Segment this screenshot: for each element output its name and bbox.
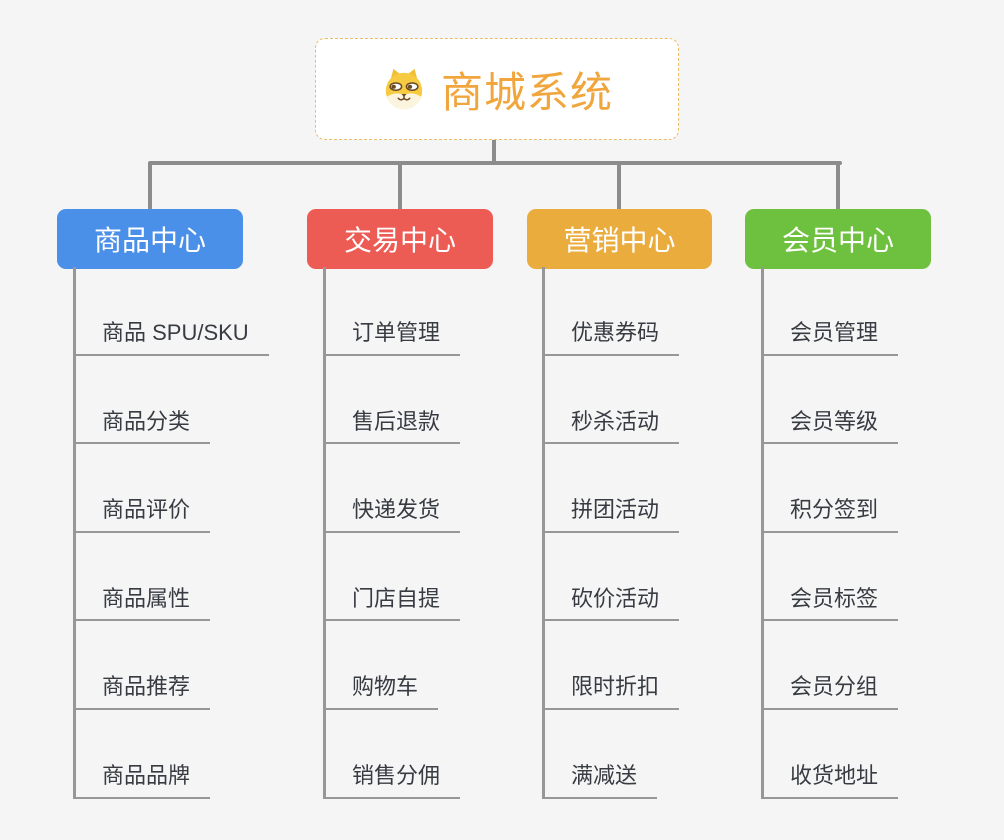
- child-node-express-delivery[interactable]: 快递发货: [326, 496, 461, 533]
- child-row: 砍价活动: [545, 533, 680, 622]
- child-node-coupon-code[interactable]: 优惠券码: [545, 319, 680, 356]
- children-column-product-center: 商品 SPU/SKU 商品分类 商品评价 商品属性 商品推荐 商品品牌: [73, 267, 269, 799]
- child-node-product-review[interactable]: 商品评价: [76, 496, 211, 533]
- child-node-member-management[interactable]: 会员管理: [764, 319, 899, 356]
- dog-face-icon: [385, 68, 423, 110]
- child-row: 秒杀活动: [545, 356, 680, 445]
- child-row: 门店自提: [326, 533, 461, 622]
- child-node-product-brand[interactable]: 商品品牌: [76, 762, 211, 799]
- child-row: 售后退款: [326, 356, 461, 445]
- branch-label: 商品中心: [93, 225, 206, 256]
- branch-node-member-center[interactable]: 会员中心: [745, 209, 931, 269]
- connector-root-drop: [492, 140, 496, 163]
- child-row: 会员等级: [764, 356, 899, 445]
- child-node-full-reduction[interactable]: 满减送: [545, 762, 658, 799]
- branch-node-marketing-center[interactable]: 营销中心: [527, 209, 712, 269]
- child-row: 订单管理: [326, 267, 461, 356]
- child-node-flash-sale[interactable]: 秒杀活动: [545, 408, 680, 445]
- child-row: 商品属性: [76, 533, 269, 622]
- child-row: 商品分类: [76, 356, 269, 445]
- connector-drop-branch-1: [148, 163, 152, 209]
- child-row: 购物车: [326, 621, 460, 710]
- child-row: 快递发货: [326, 444, 461, 533]
- child-row: 会员分组: [764, 621, 899, 710]
- child-node-sales-commission[interactable]: 销售分佣: [326, 762, 461, 799]
- child-row: 会员管理: [764, 267, 899, 356]
- child-node-product-category[interactable]: 商品分类: [76, 408, 211, 445]
- child-row: 商品 SPU/SKU: [76, 267, 269, 356]
- child-node-after-sales-refund[interactable]: 售后退款: [326, 408, 461, 445]
- children-column-member-center: 会员管理 会员等级 积分签到 会员标签 会员分组 收货地址: [761, 267, 899, 799]
- child-node-group-buying[interactable]: 拼团活动: [545, 496, 680, 533]
- children-column-trade-center: 订单管理 售后退款 快递发货 门店自提 购物车 销售分佣: [323, 267, 461, 799]
- branch-label: 营销中心: [563, 225, 676, 256]
- root-node-mall-system[interactable]: 商城系统: [315, 38, 679, 140]
- branch-node-product-center[interactable]: 商品中心: [57, 209, 243, 269]
- child-row: 限时折扣: [545, 621, 680, 710]
- child-node-member-level[interactable]: 会员等级: [764, 408, 899, 445]
- child-row: 优惠券码: [545, 267, 680, 356]
- child-node-order-management[interactable]: 订单管理: [326, 319, 461, 356]
- connector-drop-branch-2: [398, 163, 402, 209]
- child-node-product-attribute[interactable]: 商品属性: [76, 585, 211, 622]
- branch-node-trade-center[interactable]: 交易中心: [307, 209, 493, 269]
- connector-drop-branch-4: [836, 163, 840, 209]
- child-node-points-checkin[interactable]: 积分签到: [764, 496, 899, 533]
- child-node-shipping-address[interactable]: 收货地址: [764, 762, 899, 799]
- child-row: 收货地址: [764, 710, 899, 799]
- child-node-bargain-activity[interactable]: 砍价活动: [545, 585, 680, 622]
- child-row: 拼团活动: [545, 444, 680, 533]
- child-node-product-spu-sku[interactable]: 商品 SPU/SKU: [76, 319, 269, 356]
- child-row: 商品推荐: [76, 621, 269, 710]
- branch-label: 会员中心: [781, 225, 894, 256]
- child-row: 积分签到: [764, 444, 899, 533]
- child-row: 满减送: [545, 710, 679, 799]
- root-node-label: 商城系统: [440, 68, 613, 116]
- child-node-member-tag[interactable]: 会员标签: [764, 585, 899, 622]
- child-row: 商品品牌: [76, 710, 269, 799]
- child-node-shopping-cart[interactable]: 购物车: [326, 673, 439, 710]
- child-node-limited-time-discount[interactable]: 限时折扣: [545, 673, 680, 710]
- child-row: 销售分佣: [326, 710, 461, 799]
- branch-label: 交易中心: [343, 225, 456, 256]
- child-row: 商品评价: [76, 444, 269, 533]
- connector-drop-branch-3: [617, 163, 621, 209]
- child-node-product-recommend[interactable]: 商品推荐: [76, 673, 211, 710]
- child-row: 会员标签: [764, 533, 899, 622]
- child-node-member-group[interactable]: 会员分组: [764, 673, 899, 710]
- child-node-store-pickup[interactable]: 门店自提: [326, 585, 461, 622]
- children-column-marketing-center: 优惠券码 秒杀活动 拼团活动 砍价活动 限时折扣 满减送: [542, 267, 680, 799]
- connector-horizontal-bar: [148, 161, 842, 165]
